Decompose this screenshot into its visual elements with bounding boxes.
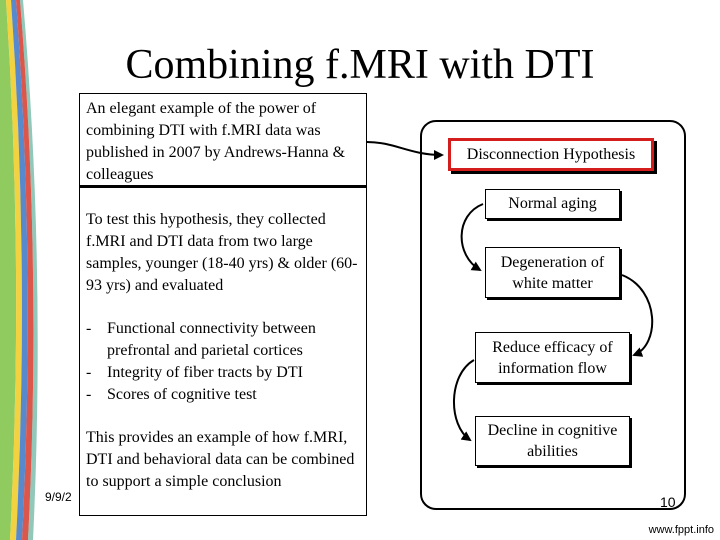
step-label: Reduce efficacy of information flow bbox=[492, 338, 613, 377]
step-label: Degeneration of white matter bbox=[500, 253, 605, 292]
list-item: -Integrity of fiber tracts by DTI bbox=[86, 362, 362, 384]
step-information-flow: Reduce efficacy of information flow bbox=[475, 332, 630, 383]
method-paragraph: To test this hypothesis, they collected … bbox=[86, 211, 358, 294]
hypothesis-box: Disconnection Hypothesis bbox=[448, 138, 654, 171]
slide-title: Combining f.MRI with DTI bbox=[125, 42, 595, 88]
list-item-text: Integrity of fiber tracts by DTI bbox=[107, 364, 303, 381]
intro-paragraph: An elegant example of the power of combi… bbox=[80, 94, 366, 188]
page-number: 10 bbox=[660, 494, 676, 510]
list-marker: - bbox=[86, 364, 92, 381]
step-white-matter-degeneration: Degeneration of white matter bbox=[485, 247, 620, 298]
step-label: Decline in cognitive abilities bbox=[487, 422, 618, 460]
list-item: -Functional connectivity between prefron… bbox=[86, 318, 362, 362]
slide-date: 9/9/2 bbox=[45, 490, 72, 504]
list-item-text: Functional connectivity between prefront… bbox=[107, 320, 316, 359]
step-cognitive-decline: Decline in cognitive abilities bbox=[475, 416, 630, 466]
list-item-text: Scores of cognitive test bbox=[107, 386, 257, 403]
list-marker: - bbox=[86, 320, 92, 337]
flow-frame bbox=[420, 120, 686, 510]
list-item: -Scores of cognitive test bbox=[86, 384, 362, 406]
measure-list: -Functional connectivity between prefron… bbox=[86, 318, 362, 406]
footer-url: www.fppt.info bbox=[648, 524, 714, 536]
list-marker: - bbox=[86, 386, 92, 403]
conclusion-paragraph: This provides an example of how f.MRI, D… bbox=[86, 429, 355, 490]
text-panel: An elegant example of the power of combi… bbox=[79, 93, 367, 516]
step-normal-aging: Normal aging bbox=[485, 189, 620, 219]
